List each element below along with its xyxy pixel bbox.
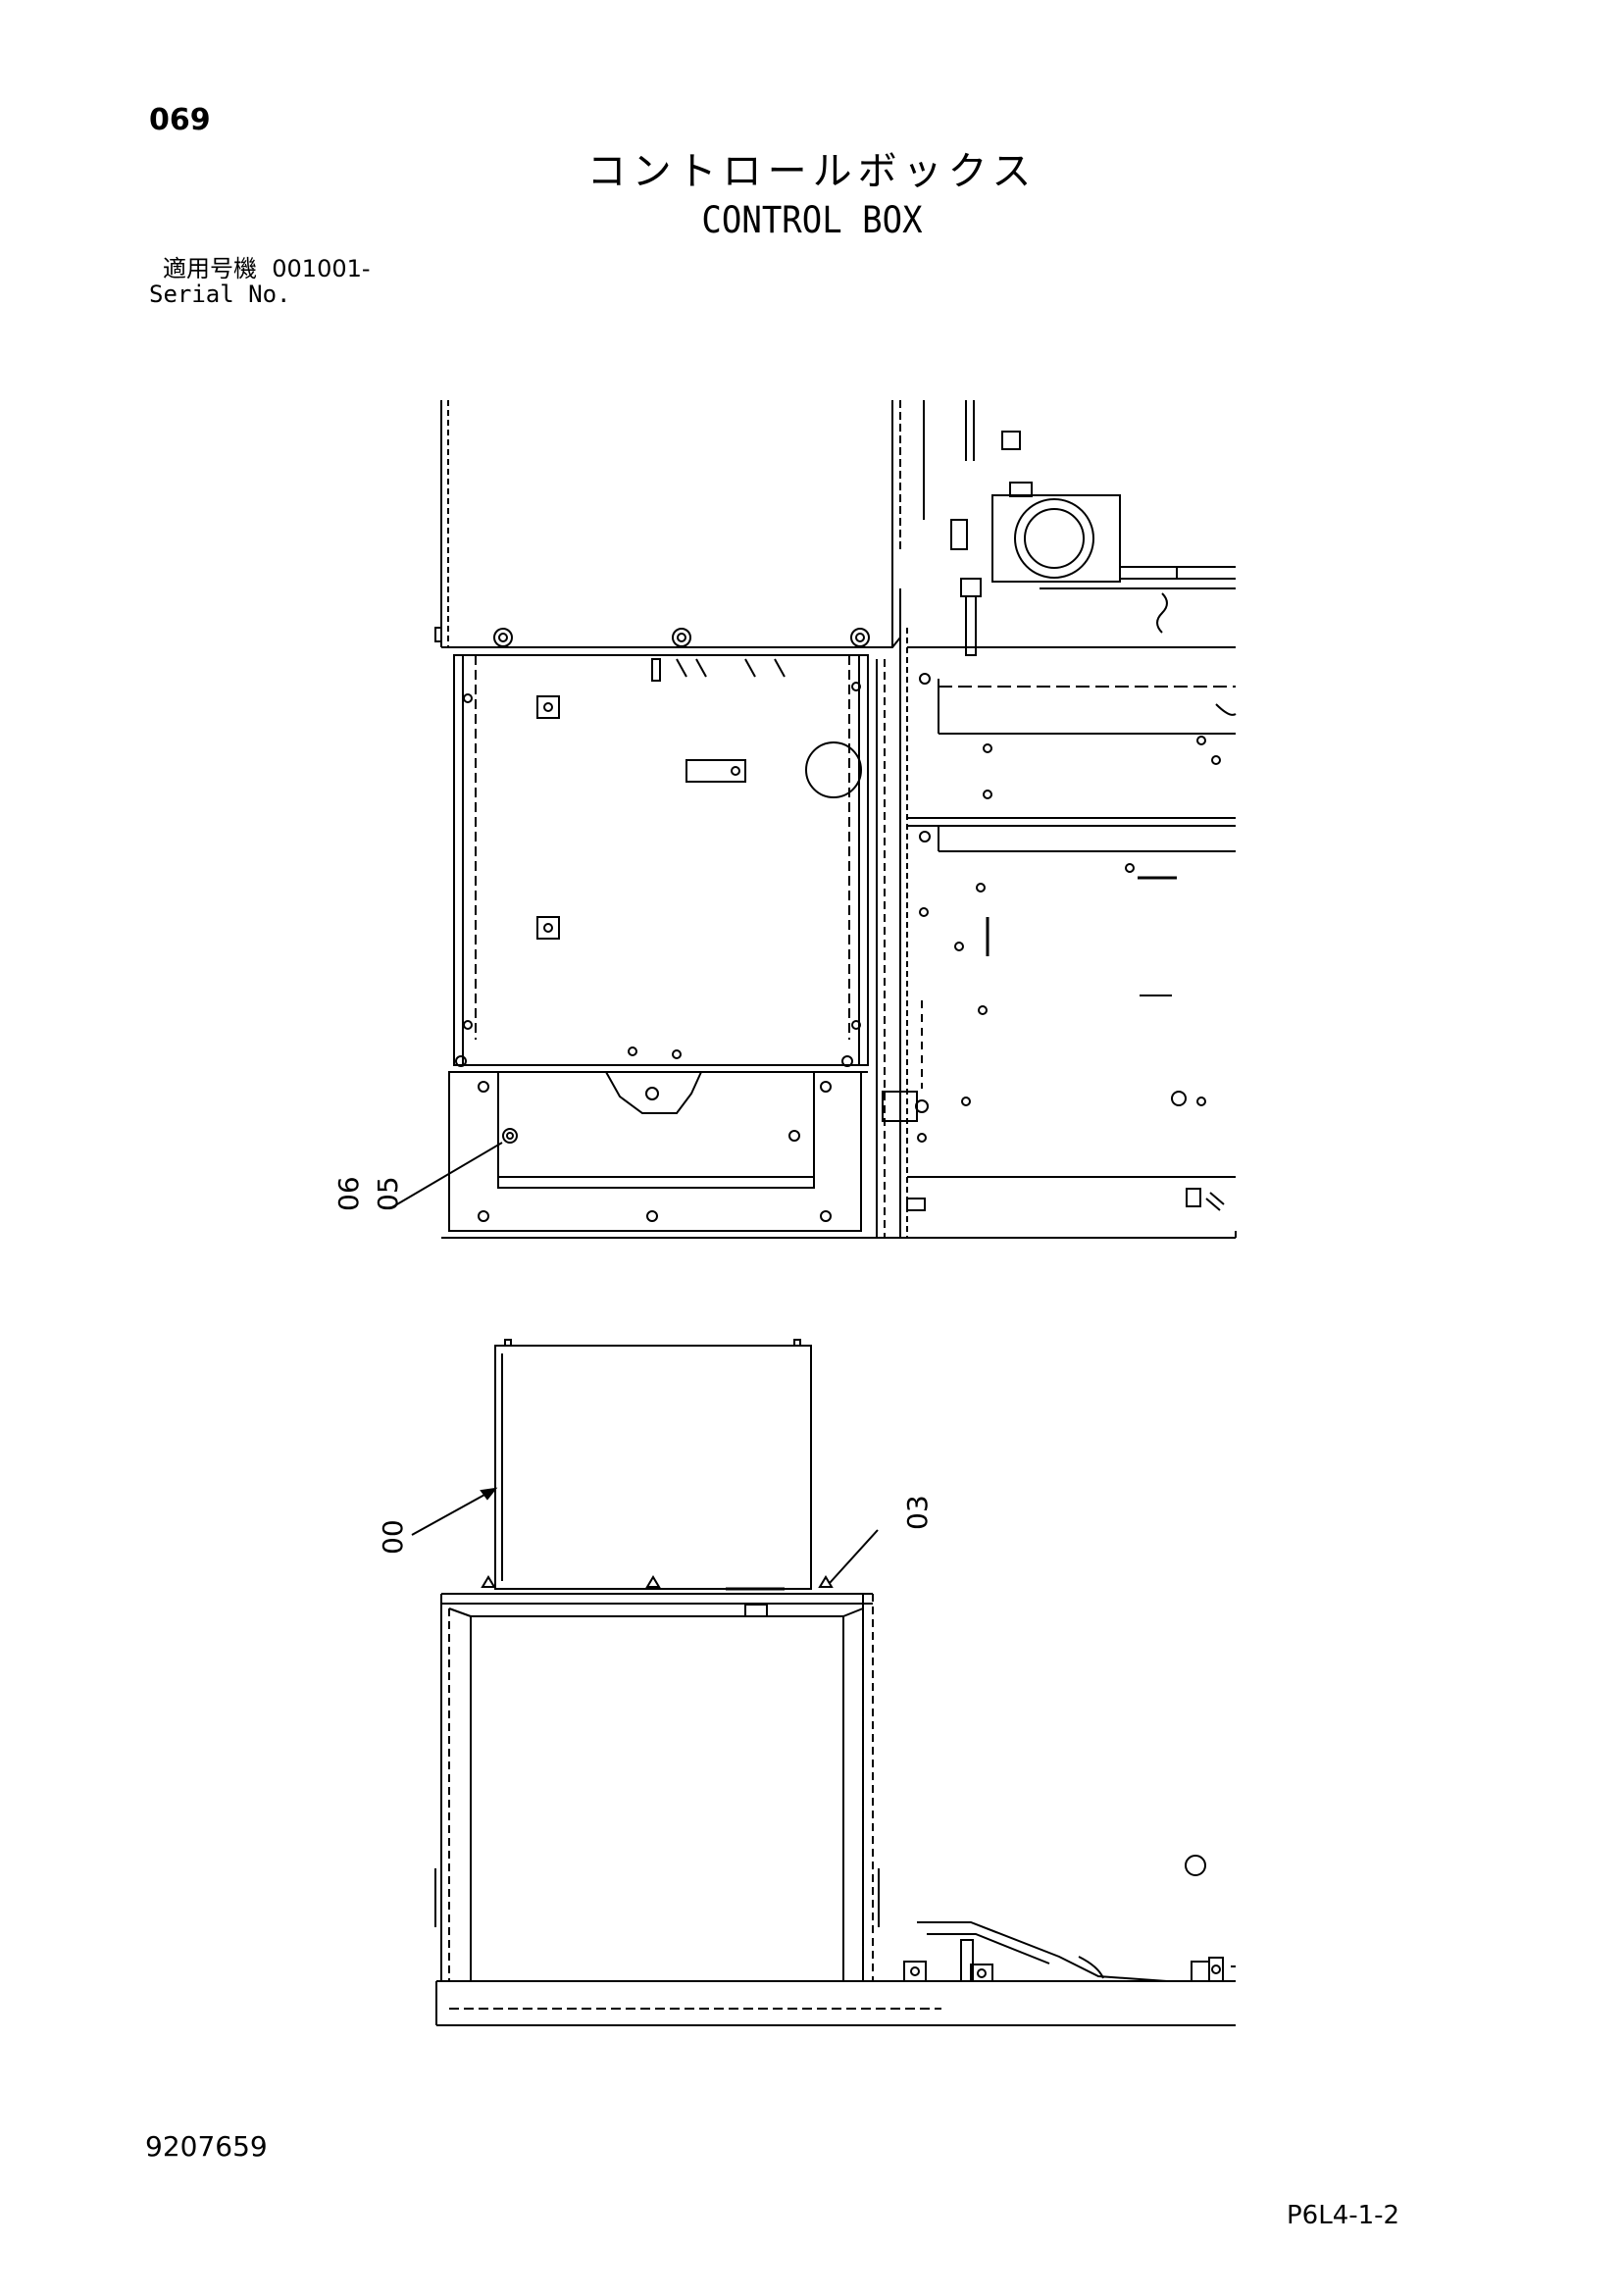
serial-value: 001001-	[272, 255, 371, 282]
serial-label-japanese: 適用号機 001001-	[163, 257, 371, 281]
lower-view	[411, 1339, 1236, 2026]
title-english: CONTROL BOX	[701, 199, 923, 242]
serial-label-english: Serial No.	[149, 281, 291, 308]
callout-03: 03	[901, 1495, 934, 1530]
title-japanese: コントロールボックス	[586, 149, 1038, 194]
document-number: 9207659	[145, 2130, 268, 2163]
page-number: 069	[149, 103, 211, 137]
serial-label-jp-text: 適用号機	[163, 255, 257, 282]
callout-00: 00	[377, 1519, 409, 1555]
page-code: P6L4-1-2	[1287, 2201, 1400, 2230]
callout-05: 05	[372, 1176, 404, 1211]
callout-06: 06	[332, 1176, 365, 1211]
upper-view	[389, 400, 1237, 1239]
